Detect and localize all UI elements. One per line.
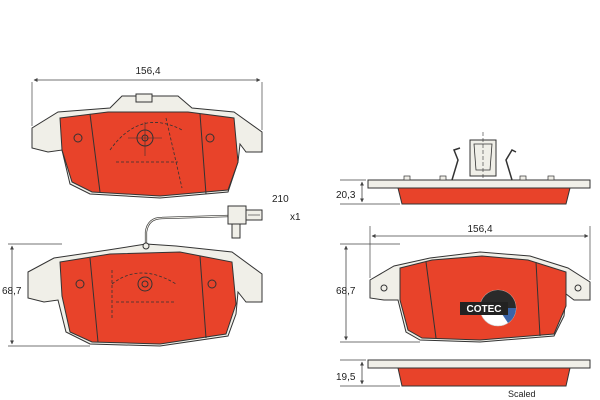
dimension-right-height: 68,7 (336, 243, 420, 343)
pin-hole (205, 133, 215, 143)
cotec-logo: COTEC (460, 289, 517, 327)
spring-clip-left (451, 147, 461, 181)
slot-line (199, 255, 207, 339)
scaled-label: Scaled (508, 389, 536, 399)
side-backing-plate (367, 179, 591, 189)
slot-line (89, 113, 101, 193)
dimension-right-width: 156,4 (369, 224, 591, 280)
wear-sensor-clip (231, 223, 241, 239)
spring-clip-right (505, 149, 517, 181)
wear-sensor-wire-inner (145, 215, 229, 246)
pin-hole (380, 284, 388, 292)
dim-label-right-height: 68,7 (336, 286, 356, 297)
side-friction-material (397, 187, 571, 205)
pin-hole (207, 279, 217, 289)
slot-line (425, 261, 437, 339)
slot-line (199, 113, 207, 195)
wear-sensor-tip (142, 242, 150, 250)
pad-front-bottom: 210 x1 (27, 194, 301, 347)
pad-side-view-bottom (367, 359, 591, 387)
wear-sensor-connector (227, 205, 247, 225)
dimension-top-width: 156,4 (31, 66, 263, 130)
wire-count-label: x1 (290, 212, 301, 223)
dimension-left-height: 68,7 (2, 243, 90, 347)
slot-line (535, 261, 541, 337)
pad-front-top (31, 93, 263, 199)
pin-hole (141, 280, 149, 288)
pin-hole (73, 133, 83, 143)
pad-rear-view: COTEC (369, 251, 591, 343)
side-friction-material-2 (397, 367, 571, 387)
pin-hole (137, 276, 153, 292)
wear-sensor-wire (144, 214, 229, 246)
hidden-line (165, 117, 183, 189)
pin-hole (574, 284, 582, 292)
top-tab (135, 93, 153, 103)
dim-label-side-thickness-2: 19,5 (336, 372, 356, 383)
friction-material-bottom (59, 251, 237, 345)
pin-hole (75, 279, 85, 289)
hidden-line (109, 122, 183, 151)
dimension-side-thickness-2: 19,5 (336, 359, 400, 387)
hidden-line (111, 272, 177, 285)
dimension-side-thickness-1: 20,3 (336, 179, 400, 205)
pad-side-view-top (367, 132, 591, 205)
logo-brand-text: COTEC (467, 304, 502, 315)
wire-length-label: 210 (272, 194, 289, 205)
dim-label-top-width: 156,4 (135, 66, 160, 77)
dim-label-side-thickness-1: 20,3 (336, 190, 356, 201)
dim-label-right-width: 156,4 (467, 224, 492, 235)
slot-line (89, 257, 99, 343)
side-backing-plate-2 (367, 359, 591, 369)
friction-material-top (59, 111, 239, 197)
dim-label-left-height: 68,7 (2, 286, 22, 297)
